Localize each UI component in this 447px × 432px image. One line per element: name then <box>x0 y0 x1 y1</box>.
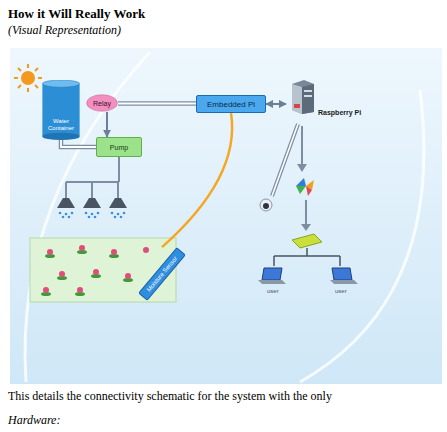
cylinder-shape <box>42 80 80 140</box>
user-label: user <box>267 288 279 294</box>
laptop-icon <box>258 268 286 284</box>
title: How it Will Really Work <box>8 6 145 22</box>
light-arc <box>300 90 424 382</box>
camera-link <box>272 124 298 196</box>
node-text: Water Container <box>42 118 80 132</box>
section-heading: Hardware: <box>8 413 60 428</box>
embedded-pi-box: Embedded Pi <box>196 95 266 113</box>
double-link-core <box>118 103 196 105</box>
double-link <box>118 101 196 106</box>
router-icon <box>296 178 314 196</box>
arrow-line <box>266 103 286 105</box>
connector <box>61 140 96 147</box>
double-link <box>61 140 96 147</box>
sprinkler-heads <box>57 198 127 218</box>
router-arrow <box>301 200 311 231</box>
signal-wire <box>162 113 232 247</box>
water-container: Water Container <box>42 80 80 140</box>
raspberry-pi-node: Raspberry Pi <box>286 78 365 122</box>
connector <box>162 113 232 247</box>
switch-icon <box>292 234 322 248</box>
user-label: user <box>335 288 347 294</box>
switch-tree <box>274 248 340 266</box>
sun-icon <box>14 64 42 92</box>
connector <box>266 104 286 105</box>
node-text: Embedded Pi <box>207 100 255 109</box>
sprinkler-pipes <box>66 157 119 198</box>
uplink-arrow <box>297 126 307 172</box>
diagram-background <box>10 48 442 384</box>
node-text: Relay <box>93 100 111 107</box>
node-text: Raspberry Pi <box>318 109 361 116</box>
pump-box: Pump <box>96 137 142 157</box>
double-link-core <box>61 140 96 147</box>
subtitle: (Visual Representation) <box>8 23 121 38</box>
node-text: Pump <box>110 144 128 151</box>
server-icon <box>288 78 318 114</box>
relay-ellipse: Relay <box>86 94 118 112</box>
connector <box>107 112 108 137</box>
body-text: This details the connectivity schematic … <box>8 389 332 404</box>
laptop-icon <box>330 268 358 284</box>
connector <box>118 103 196 104</box>
arrow-line <box>106 112 108 137</box>
camera-icon <box>260 199 272 211</box>
